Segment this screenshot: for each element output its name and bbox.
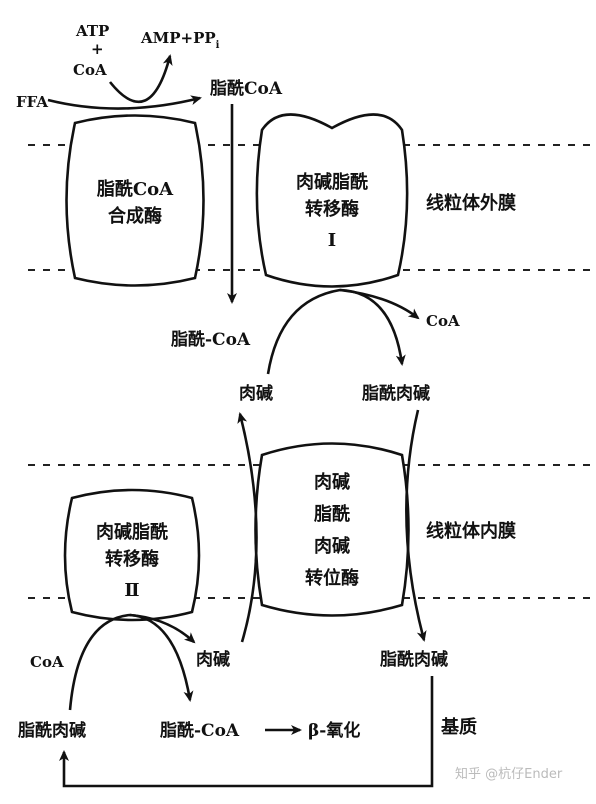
ffa-to-acyl-coa-arrow [47, 95, 202, 110]
translocase-label-3: 肉碱 [314, 535, 350, 557]
acyl-coa-cytosol-label: 脂酰-CoA [171, 329, 251, 350]
synthetase-label-1: 脂酰CoA [97, 178, 174, 200]
ffa-label: FFA [16, 93, 48, 111]
outer-membrane-label: 线粒体外膜 [426, 192, 516, 214]
beta-oxidation-label: β-氧化 [308, 720, 360, 741]
cpt1-label-1: 肉碱脂酰 [296, 171, 368, 193]
cpt2-carnitine-release-arrow [129, 613, 196, 644]
cpt1-coa-release-arrow [339, 288, 420, 320]
matrix-label: 基质 [440, 716, 477, 738]
cpt2-label-1: 肉碱脂酰 [96, 521, 168, 543]
carnitine-out-arrow [237, 412, 258, 643]
amp-ppi-label: AMP+PPi [140, 29, 220, 51]
cpt1-shape [255, 113, 409, 288]
acyl-coa-top-label: 脂酰CoA [210, 78, 283, 99]
atp-to-amp-arrow [108, 54, 173, 104]
coa-matrix-label: CoA [30, 653, 64, 671]
cpt1-label-2: 转移酶 [305, 198, 359, 220]
acyl-coa-synthetase-shape [65, 114, 205, 287]
cpt2-shape [63, 488, 201, 622]
cpt2-acylcarnitine-arc [68, 613, 194, 711]
acyl-coa-matrix-label: 脂酰-CoA [160, 720, 240, 741]
cpt2-label-2: 转移酶 [105, 548, 159, 570]
carnitine-matrix-label: 肉碱 [196, 649, 230, 670]
acylcarnitine-return-loop [59, 676, 434, 788]
acylcarnitine-ims-label: 脂酰肉碱 [362, 383, 430, 404]
translocase-shape [254, 442, 410, 617]
cpt1-label-3: Ⅰ [328, 230, 336, 251]
watermark-text: 知乎 @杭仔Ender [455, 766, 563, 782]
translocase-label-1: 肉碱 [314, 471, 350, 493]
coa-top-label: CoA [73, 61, 107, 79]
acylcarnitine-matrix-label: 脂酰肉碱 [18, 720, 86, 741]
acylcarnitine-matrix-in-label: 脂酰肉碱 [380, 649, 448, 670]
amp-ppi-text: AMP+PP [140, 29, 216, 47]
cpt1-left-arc [266, 288, 406, 375]
plus-label: + [91, 40, 104, 58]
acylcarnitine-in-arrow [405, 409, 427, 642]
amp-ppi-subscript: i [216, 40, 220, 51]
carnitine-ims-label: 肉碱 [239, 383, 273, 404]
inner-membrane-label: 线粒体内膜 [426, 520, 516, 542]
coa-released-label: CoA [426, 312, 460, 330]
translocase-label-2: 脂酰 [314, 503, 350, 525]
cpt2-label-3: Ⅱ [124, 580, 139, 601]
synthetase-label-2: 合成酶 [108, 205, 162, 227]
atp-label: ATP [75, 22, 109, 40]
translocase-label-4: 转位酶 [305, 567, 359, 589]
